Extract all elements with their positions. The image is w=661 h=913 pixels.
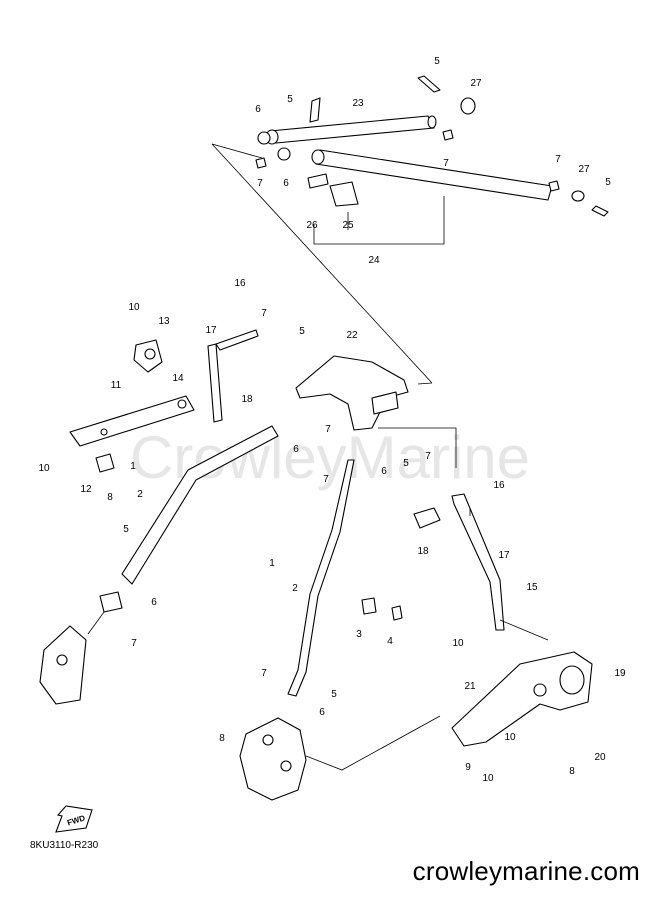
clip-bracket-25: [307, 173, 359, 207]
bracket-24-lines: [313, 196, 445, 245]
callout-5: 5: [434, 56, 440, 67]
bushing-27-right: [460, 97, 585, 202]
bolts-5-top: [309, 75, 609, 217]
callout-17: 17: [498, 550, 510, 561]
callout-24: 24: [368, 255, 380, 266]
collar-6-top: [257, 131, 291, 161]
callout-7: 7: [261, 668, 267, 679]
footer-site-name[interactable]: crowleymarine.com: [412, 856, 640, 886]
callout-5: 5: [287, 94, 293, 105]
nuts-7-top: [255, 129, 560, 192]
callout-2: 2: [292, 583, 298, 594]
callout-7: 7: [131, 638, 137, 649]
callout-27: 27: [578, 164, 590, 175]
callout-20: 20: [594, 752, 606, 763]
center-mount: [239, 717, 307, 801]
callout-5: 5: [605, 177, 611, 188]
callout-5: 5: [123, 524, 129, 535]
callout-6: 6: [283, 178, 289, 189]
callout-11: 11: [111, 380, 122, 391]
center-clamp-3: [361, 597, 377, 615]
callout-6: 6: [151, 597, 157, 608]
clamp-18-right: [413, 507, 441, 529]
callout-8: 8: [107, 492, 113, 503]
callout-17: 17: [205, 325, 217, 336]
callout-7: 7: [261, 308, 267, 319]
callout-27: 27: [470, 78, 482, 89]
fwd-arrow-icon: FWD: [55, 805, 93, 833]
left-mount-leader: [87, 611, 105, 635]
mount-bracket-22: [295, 355, 409, 431]
callout-5: 5: [403, 458, 409, 469]
callout-5: 5: [331, 689, 337, 700]
callout-21: 21: [464, 681, 476, 692]
center-pipe-1: [287, 459, 355, 697]
callout-8: 8: [569, 766, 575, 777]
callout-18: 18: [417, 546, 429, 557]
stay-14: [207, 329, 259, 423]
callout-6: 6: [319, 707, 325, 718]
right-leaders: [378, 427, 549, 641]
callout-15: 15: [526, 582, 538, 593]
left-bracket-6: [99, 591, 123, 613]
callout-14: 14: [172, 373, 184, 384]
callout-16: 16: [493, 480, 505, 491]
callout-7: 7: [555, 154, 561, 165]
callout-10: 10: [38, 463, 50, 474]
callout-19: 19: [614, 668, 626, 679]
lower-tube-24: [311, 149, 553, 201]
detail-wedge-outline: [211, 143, 433, 385]
callout-22: 22: [346, 330, 358, 341]
right-mount-bracket: [451, 651, 593, 747]
callout-26: 26: [306, 220, 318, 231]
left-pipe-1: [121, 425, 279, 585]
left-mount: [39, 625, 87, 705]
callout-16: 16: [234, 278, 246, 289]
callout-18: 18: [241, 394, 253, 405]
callout-12: 12: [80, 484, 92, 495]
callout-10: 10: [452, 638, 464, 649]
plate-11: [69, 395, 195, 447]
callout-23: 23: [352, 98, 364, 109]
callout-6: 6: [381, 466, 387, 477]
callout-1: 1: [269, 558, 275, 569]
callout-2: 2: [137, 489, 143, 500]
callout-5: 5: [299, 326, 305, 337]
callout-7: 7: [257, 178, 263, 189]
callout-8: 8: [219, 733, 225, 744]
callout-25: 25: [342, 220, 354, 231]
callout-13: 13: [158, 316, 170, 327]
upper-tube-23: [265, 115, 437, 145]
callout-6: 6: [293, 444, 299, 455]
center-mount-leader: [305, 715, 441, 771]
callout-7: 7: [425, 451, 431, 462]
callout-10: 10: [128, 302, 140, 313]
callout-10: 10: [504, 732, 516, 743]
clamp-12: [95, 453, 115, 473]
center-bolt-4: [391, 605, 403, 621]
callout-1: 1: [130, 461, 136, 472]
callout-7: 7: [443, 158, 449, 169]
callout-6: 6: [255, 104, 261, 115]
callout-7: 7: [325, 424, 331, 435]
callout-3: 3: [356, 629, 362, 640]
bracket-13: [133, 339, 163, 373]
callout-9: 9: [465, 762, 471, 773]
diagram-code: 8KU3110-R230: [30, 840, 99, 851]
callout-10: 10: [482, 773, 494, 784]
callout-7: 7: [323, 474, 329, 485]
callout-4: 4: [387, 636, 393, 647]
